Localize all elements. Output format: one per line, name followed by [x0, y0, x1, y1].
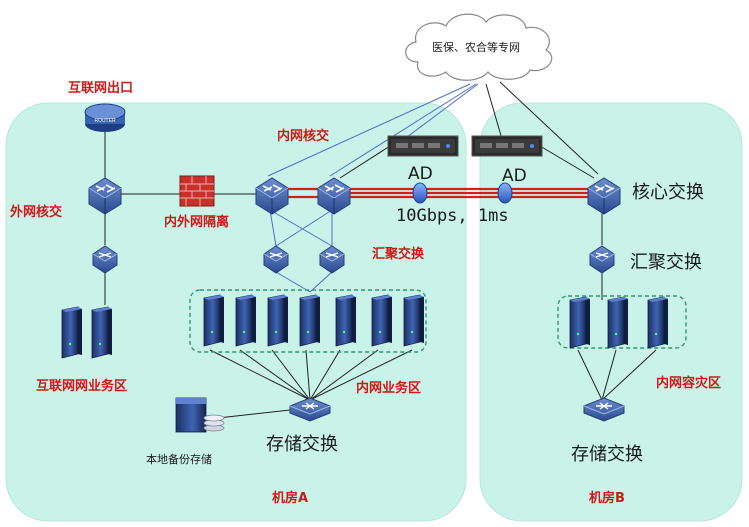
- internet-server-1-icon: [61, 306, 83, 359]
- cloud-label: 医保、农合等专网: [432, 41, 520, 54]
- local-backup-label: 本地备份存储: [146, 453, 212, 466]
- intranet-server-5-icon: [335, 294, 357, 347]
- storage-links: [209, 349, 657, 419]
- internet-exit-label: 互联网出口: [68, 81, 134, 96]
- intranet-server-7-icon: [403, 294, 425, 347]
- internet-server-2-icon: [91, 306, 113, 359]
- aggregation-a-label: 汇聚交换: [372, 247, 425, 262]
- cloud-icon: [405, 13, 553, 81]
- dr-zone-label: 内网容灾区: [656, 376, 722, 391]
- router-icon: ROUTER: [84, 103, 126, 132]
- dr-server-3-icon: [647, 296, 669, 349]
- dr-server-cluster: [557, 295, 687, 349]
- ad-appliance-right-icon: [471, 135, 543, 157]
- intranet-server-2-icon: [235, 294, 257, 347]
- inner-core-label: 内网核交: [277, 129, 330, 144]
- room-b-label: 机房B: [589, 491, 625, 506]
- backup-storage-icon: [175, 397, 225, 433]
- aggregation-b-label: 汇聚交换: [630, 252, 702, 273]
- intranet-server-cluster: [189, 289, 427, 353]
- aggregation-links-a: [269, 209, 333, 293]
- dr-server-2-icon: [607, 296, 629, 349]
- dr-server-1-icon: [569, 296, 591, 349]
- ad-right-label: AD: [502, 166, 527, 186]
- core-b-label: 核心交换: [632, 182, 704, 203]
- intranet-server-3-icon: [267, 294, 289, 347]
- ad-appliance-left-icon: [387, 135, 459, 157]
- room-a-label: 机房A: [272, 491, 309, 506]
- ad-node-right-icon: [497, 182, 513, 204]
- intranet-server-1-icon: [203, 294, 225, 347]
- router-text: ROUTER: [94, 118, 116, 124]
- intranet-server-6-icon: [371, 294, 393, 347]
- intranet-zone-label: 内网业务区: [356, 381, 422, 396]
- bandwidth-label: 10Gbps, 1ms: [396, 206, 509, 226]
- internet-zone-label: 互联网网业务区: [36, 379, 128, 394]
- intranet-server-4-icon: [299, 294, 321, 347]
- firewall-icon: [179, 175, 215, 207]
- ad-left-label: AD: [408, 164, 433, 184]
- red-backbone: [284, 187, 588, 199]
- firewall-label: 内外网隔离: [164, 215, 230, 230]
- storage-b-label: 存储交换: [571, 444, 643, 465]
- storage-a-label: 存储交换: [266, 434, 338, 455]
- ad-node-left-icon: [412, 182, 428, 204]
- outer-core-label: 外网核交: [10, 205, 63, 220]
